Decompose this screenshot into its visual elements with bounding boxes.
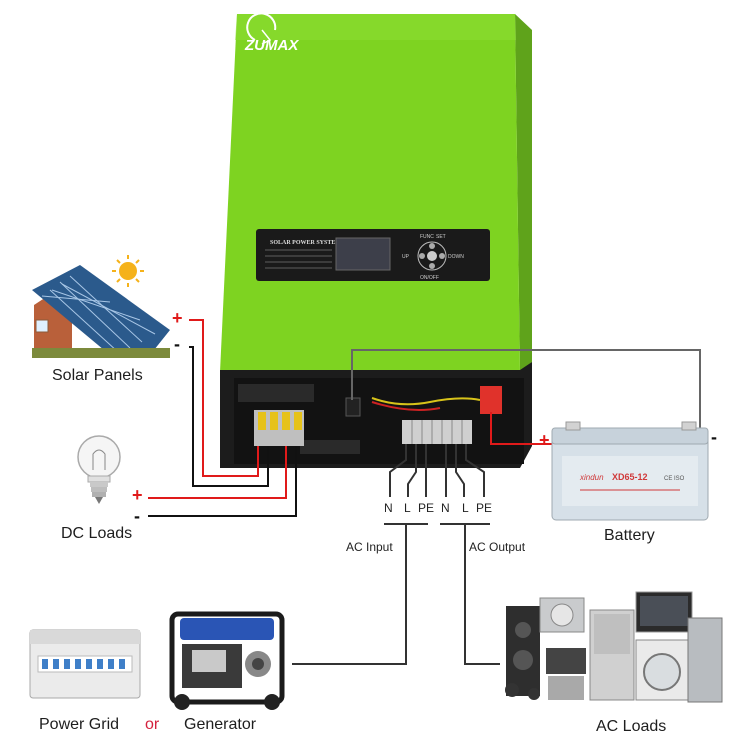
ac-output-label: AC Output [469, 540, 526, 554]
ac-output-l-label: L [462, 501, 469, 515]
svg-text:SOLAR POWER SYSTEM: SOLAR POWER SYSTEM [270, 240, 341, 246]
solar-plus-sign: + [172, 308, 183, 328]
ac-terminal-block [402, 420, 472, 444]
generator [169, 611, 285, 710]
svg-text:XD65-12: XD65-12 [612, 472, 648, 482]
power-grid-panel [29, 629, 141, 699]
solar-panels-label: Solar Panels [52, 367, 143, 384]
solar-minus-sign: - [174, 334, 180, 354]
sun-icon [112, 255, 144, 287]
ac-input-n-label: N [384, 501, 393, 515]
dc-minus-sign: - [134, 506, 140, 526]
svg-text:UP: UP [402, 254, 410, 260]
battery-minus-sign: - [711, 427, 717, 447]
dc-plus-sign: + [132, 485, 143, 505]
svg-text:xindun: xindun [579, 473, 604, 482]
control-buttons[interactable]: FUNC SET UP DOWN ON/OFF [402, 234, 464, 281]
ac-input-label: AC Input [346, 540, 393, 554]
ac-loads-label: AC Loads [596, 718, 667, 735]
or-label: or [145, 716, 160, 733]
battery-label: Battery [604, 527, 655, 544]
wires [148, 319, 701, 665]
zumax-logo: ZUMAX [244, 12, 299, 54]
generator-label: Generator [184, 716, 257, 733]
svg-text:CE ISO: CE ISO [664, 476, 685, 482]
ac-output-pe-label: PE [476, 501, 493, 515]
battery: xindun XD65-12 CE ISO [551, 421, 709, 521]
ac-input-pe-label: PE [418, 501, 435, 515]
terminal-compartment [220, 362, 532, 468]
dc-loads-label: DC Loads [61, 525, 133, 542]
svg-text:SET: SET [436, 234, 446, 240]
power-grid-label: Power Grid [39, 716, 120, 733]
svg-text:DOWN: DOWN [448, 254, 464, 260]
battery-plus-sign: + [539, 430, 550, 450]
light-bulb-icon [77, 435, 121, 504]
svg-text:FUNC: FUNC [420, 234, 434, 240]
control-panel: SOLAR POWER SYSTEM FUNC SET UP DOWN ON/O… [256, 229, 490, 281]
svg-text:ON/OFF: ON/OFF [420, 275, 439, 281]
ac-input-l-label: L [404, 501, 411, 515]
battery-breaker [480, 386, 502, 414]
svg-text:ZUMAX: ZUMAX [244, 37, 299, 54]
dc-terminal-block [254, 410, 304, 446]
ac-output-n-label: N [441, 501, 450, 515]
lcd-screen [335, 237, 391, 271]
inverter: ZUMAX SOLAR POWER SYSTEM FUNC SET UP DOW… [220, 12, 532, 468]
solar-panels [32, 255, 170, 358]
ac-loads-appliances [505, 591, 723, 703]
